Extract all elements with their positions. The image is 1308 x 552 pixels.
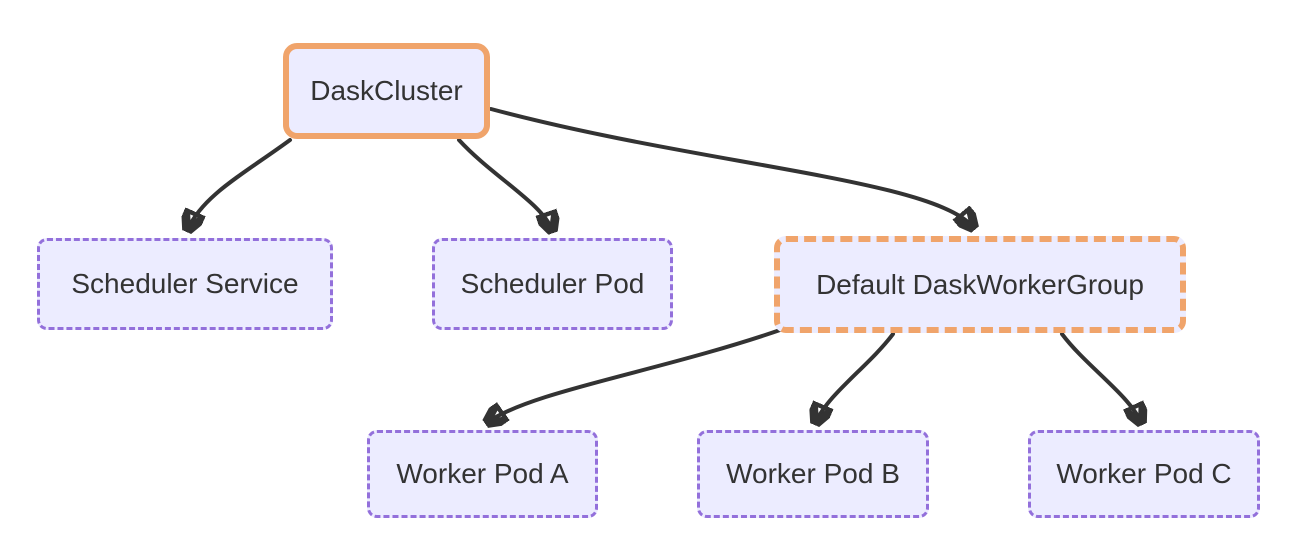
- edge-workergroup-to-worker-pod-a: [488, 327, 785, 422]
- node-worker-pod-b: Worker Pod B: [697, 430, 929, 518]
- node-worker-pod-a-label: Worker Pod A: [396, 458, 569, 489]
- node-daskcluster: DaskCluster: [283, 43, 490, 139]
- node-scheduler-service-label: Scheduler Service: [71, 268, 299, 299]
- node-worker-pod-c: Worker Pod C: [1028, 430, 1260, 518]
- edge-daskcluster-to-scheduler-pod: [457, 138, 552, 230]
- node-worker-pod-a: Worker Pod A: [367, 430, 598, 518]
- edge-workergroup-to-worker-pod-c: [1060, 332, 1141, 422]
- node-default-daskworkergroup-label: Default DaskWorkerGroup: [816, 268, 1144, 300]
- node-worker-pod-c-label: Worker Pod C: [1056, 458, 1232, 489]
- node-scheduler-pod-label: Scheduler Pod: [460, 268, 645, 299]
- edge-daskcluster-to-scheduler-service: [188, 138, 292, 229]
- node-default-daskworkergroup: Default DaskWorkerGroup: [774, 236, 1186, 333]
- node-scheduler-service: Scheduler Service: [37, 238, 333, 330]
- node-daskcluster-label: DaskCluster: [310, 75, 463, 106]
- edge-daskcluster-to-workergroup: [489, 107, 973, 227]
- node-scheduler-pod: Scheduler Pod: [432, 238, 673, 330]
- node-worker-pod-b-label: Worker Pod B: [726, 458, 900, 489]
- edge-workergroup-to-worker-pod-b: [816, 332, 895, 422]
